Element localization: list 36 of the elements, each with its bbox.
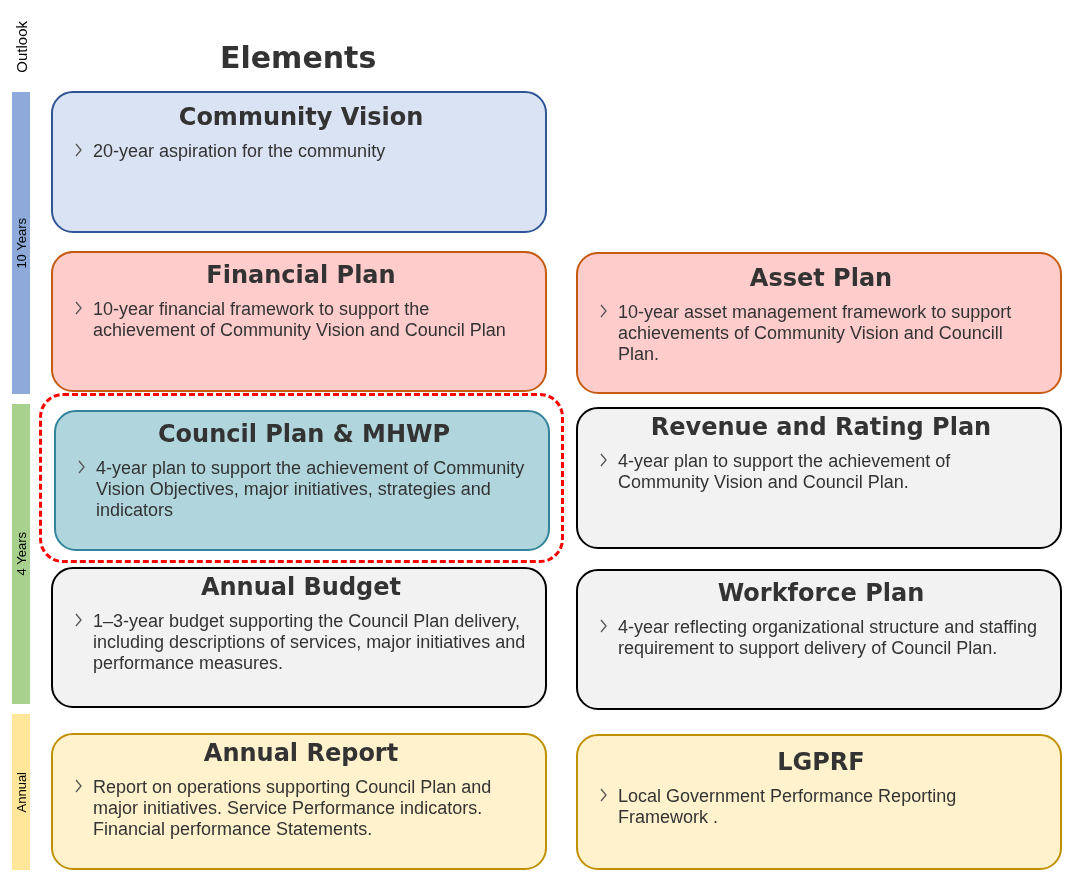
card-description: 10-year financial framework to support the achievement of Community Vision and Council Plan: [93, 299, 507, 341]
card-description: 1–3-year budget supporting the Council Plan delivery, including descriptions of services, major initiatives and performance measures.: [93, 611, 527, 674]
card-heading: LGPRF: [777, 748, 865, 776]
card-heading: Revenue and Rating Plan: [650, 413, 992, 441]
card-heading: Workforce Plan: [717, 579, 925, 607]
timeline-band: [12, 714, 30, 870]
diagram-title: Elements: [220, 40, 377, 75]
plan-card: [51, 567, 547, 708]
card-heading: Community Vision: [178, 103, 424, 131]
plan-card: [576, 734, 1062, 870]
band-label: 4 Years: [13, 532, 29, 576]
card-heading: Annual Report: [203, 739, 399, 767]
plan-card: [576, 252, 1062, 394]
card-description: 10-year asset management framework to support achievements of Community Vision and Councill Plan.: [618, 302, 1013, 365]
plan-card: [51, 251, 547, 392]
card-description: Local Government Performance Reporting Framework .: [618, 786, 958, 828]
dashed-outline: [39, 393, 564, 563]
plan-card: [576, 569, 1062, 710]
card-heading: Asset Plan: [749, 264, 893, 292]
plan-card: [576, 407, 1062, 549]
band-label: 10 Years: [13, 217, 29, 269]
card-description: Report on operations supporting Council Plan and major initiatives. Service Performance indicators. Financial performance Statements.: [93, 777, 493, 840]
card-description: 4-year plan to support the achievement of Community Vision and Council Plan.: [618, 451, 952, 493]
card-heading: Annual Budget: [200, 573, 402, 601]
card-heading: Council Plan & MHWP: [157, 420, 451, 448]
plan-card: [51, 733, 547, 870]
plan-card: [54, 410, 550, 551]
axis-label: Outlook: [12, 21, 30, 73]
card-description: 20-year aspiration for the community: [93, 141, 386, 162]
timeline-band: [12, 92, 30, 394]
card-description: 4-year reflecting organizational structure and staffing requirement to support delivery of Council Plan.: [618, 617, 1038, 659]
band-label: Annual: [13, 771, 29, 813]
timeline-band: [12, 404, 30, 704]
card-description: 4-year plan to support the achievement of Community Vision Objectives, major initiatives, strategies and indicators: [96, 458, 526, 521]
plan-card: [51, 91, 547, 233]
card-heading: Financial Plan: [206, 261, 396, 289]
